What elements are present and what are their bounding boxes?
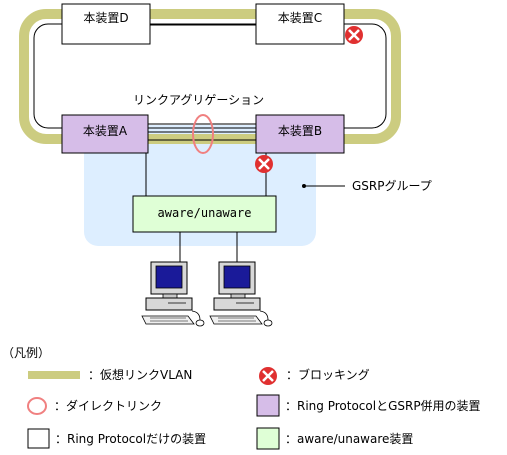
device-d-label: 本装置D: [83, 11, 129, 25]
blocking-icon-b: [255, 155, 273, 173]
device-a-box: [61, 114, 149, 154]
legend-ring-gsrp-label: ：Ring ProtocolとGSRP併用の装置: [285, 399, 481, 413]
ring-line: [33, 23, 387, 129]
legend-blocking-label: ：ブロッキング: [286, 368, 370, 382]
pc-icon-1: [141, 261, 205, 327]
blocking-icon-c: [345, 26, 363, 44]
device-b-label: 本装置B: [277, 124, 323, 138]
link-aggregation-label: リンクアグリゲーション: [133, 93, 265, 107]
legend-direct-link-swatch: [27, 397, 47, 415]
device-d-box: [61, 3, 151, 45]
device-b-box: [255, 114, 345, 154]
legend-virtual-link-swatch: [28, 371, 80, 379]
legend-direct-link-label: ：ダイレクトリンク: [54, 399, 163, 413]
aware-box: [132, 195, 277, 233]
legend-title: （凡例）: [2, 346, 51, 360]
legend-ring-gsrp-swatch: [256, 394, 280, 417]
legend-virtual-link-label: ：仮想リンクVLAN: [88, 368, 193, 382]
virtual-link-vlan-ring: [19, 9, 401, 144]
aware-label: aware/unaware: [157, 206, 252, 220]
device-c-box: [255, 3, 345, 45]
legend-ring-only-swatch: [27, 428, 50, 449]
legend-ring-only-label: ：Ring Protocolだけの装置: [55, 432, 207, 446]
direct-link-marker: [192, 114, 214, 154]
device-a-label: 本装置A: [82, 124, 128, 138]
legend-blocking-icon: [259, 367, 277, 385]
device-c-label: 本装置C: [277, 11, 323, 25]
pc-icon-2: [209, 261, 273, 327]
gsrp-group-label: GSRPグループ: [352, 179, 432, 193]
legend-aware-swatch: [256, 427, 280, 450]
legend-aware-label: ：aware/unaware装置: [285, 432, 414, 446]
